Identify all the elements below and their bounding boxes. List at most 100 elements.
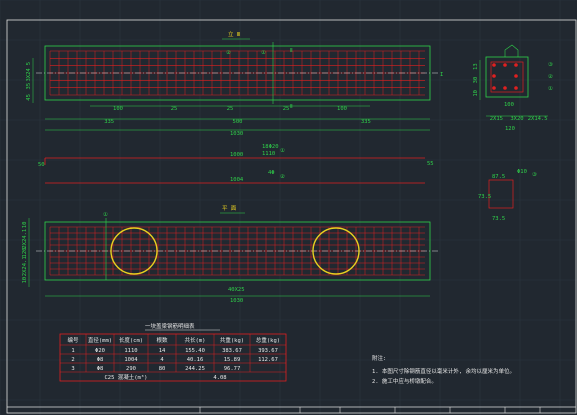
section-left-dims: 13 30 10 bbox=[473, 60, 481, 100]
elevation-total-dim: 1030 bbox=[230, 131, 243, 137]
stirrup-height: 73.5 bbox=[478, 194, 491, 200]
rebar-schedule-table[interactable]: 一块盖梁钢筋明细表 编号直径(mm)长度(cm)根数共长(m)共重(kg)总重(… bbox=[59, 322, 287, 382]
section-bar-mark: ① bbox=[548, 85, 553, 92]
table-frame bbox=[59, 333, 287, 382]
side-mark-I: I bbox=[440, 72, 443, 78]
table-header-cell: 总重(kg) bbox=[256, 336, 280, 344]
dim-label: 335 bbox=[361, 119, 371, 125]
table-cell: 3 bbox=[71, 366, 74, 372]
dim-label: 100 bbox=[337, 106, 347, 112]
table-cell: 4 bbox=[160, 357, 164, 363]
rebar-dot bbox=[514, 63, 518, 67]
rebar-dot bbox=[492, 74, 496, 78]
table-cell: Φ8 bbox=[97, 366, 104, 372]
plan-dim-row-1: 40X25 bbox=[228, 287, 245, 293]
table-cell: 14 bbox=[159, 348, 166, 354]
stirrup-detail[interactable]: Φ10 ③ 87.5 73.5 73.5 bbox=[478, 169, 537, 222]
table-title: 一块盖梁钢筋明细表 bbox=[145, 322, 195, 330]
section-bar-labels: ③②① bbox=[548, 61, 553, 92]
dim-label: 5 bbox=[26, 62, 32, 65]
rebar-dot bbox=[503, 86, 507, 90]
dim-label: 335 bbox=[104, 119, 114, 125]
stirrup-width: 87.5 bbox=[492, 174, 505, 180]
note-1: 1. 本图尺寸除钢筋直径以毫米计外, 余均以厘米为单位。 bbox=[372, 367, 515, 375]
dim-label: 10 bbox=[22, 277, 28, 284]
dim-label: 500 bbox=[233, 119, 243, 125]
dim-label: 120 bbox=[22, 248, 28, 258]
rebar-dot bbox=[514, 86, 518, 90]
section-notch bbox=[504, 44, 519, 57]
table-header-cell: 长度(cm) bbox=[119, 336, 143, 344]
table-cell: 244.25 bbox=[185, 366, 205, 372]
table-cell: 1004 bbox=[124, 357, 138, 363]
table-cell: 1 bbox=[71, 348, 74, 354]
title-block-ticks bbox=[199, 407, 541, 413]
rebar-dot bbox=[514, 74, 518, 78]
rebar-dot bbox=[492, 63, 496, 67]
stirrup-label: Φ10 bbox=[517, 169, 527, 175]
table-header-cell: 编号 bbox=[67, 336, 79, 344]
table-cell: 96.77 bbox=[224, 366, 241, 372]
elevation-title: 立 Ⅲ bbox=[228, 30, 241, 38]
stirrup-shape bbox=[488, 179, 514, 209]
dim-label: 3X24 bbox=[26, 68, 32, 82]
bar-details[interactable]: 50 55 1000 18Φ20 1110 ① 1004 4Φ ② bbox=[38, 144, 434, 184]
dim-label: 100 bbox=[113, 106, 123, 112]
section-bar-mark: ② bbox=[548, 73, 553, 80]
section-rebar-dots bbox=[492, 63, 518, 90]
section-stirrup bbox=[490, 61, 524, 93]
dim-label: 25 bbox=[227, 106, 234, 112]
table-cell: 290 bbox=[126, 366, 136, 372]
pier-circle-left bbox=[110, 227, 158, 275]
notes: 附注: 1. 本图尺寸除钢筋直径以毫米计外, 余均以厘米为单位。 2. 施工中应… bbox=[372, 354, 515, 385]
dim-label: 35 bbox=[26, 83, 32, 90]
table-cell: 2 bbox=[71, 357, 74, 363]
dim-label: 3X20 bbox=[510, 116, 523, 122]
table-cell: 40.16 bbox=[187, 357, 204, 363]
pier-circle-right bbox=[312, 227, 360, 275]
sheet-frame bbox=[6, 19, 577, 414]
dim-label: 30 bbox=[473, 77, 479, 84]
table-header-cell: 共重(kg) bbox=[220, 336, 244, 344]
table-cell: Φ20 bbox=[95, 348, 105, 354]
section-outline bbox=[485, 56, 529, 98]
table-summary-label: C25 混凝土(m³) bbox=[105, 373, 148, 381]
table-summary-value: 4.08 bbox=[213, 375, 226, 381]
rebar-dot bbox=[503, 63, 507, 67]
section-total-dim: 120 bbox=[505, 126, 515, 132]
stirrup-bottom: 73.5 bbox=[492, 216, 505, 222]
bar1-end-right: 55 bbox=[427, 161, 434, 167]
rebar-dot bbox=[492, 86, 496, 90]
bar2-mark: ② bbox=[280, 173, 285, 180]
dim-label: 10 bbox=[22, 222, 28, 229]
table-cell: 80 bbox=[159, 366, 166, 372]
dim-label: 25 bbox=[283, 106, 290, 112]
dim-label: 25 bbox=[171, 106, 178, 112]
table-cell: 112.67 bbox=[258, 357, 278, 363]
dim-label: 2X14.5 bbox=[528, 116, 548, 122]
plan-title: 平 面 bbox=[222, 205, 237, 212]
section-mark-top: Ⅱ bbox=[290, 48, 293, 54]
plan-mark: ① bbox=[103, 211, 108, 218]
section-mark-bottom: Ⅱ bbox=[290, 104, 293, 110]
table-header-cell: 直径(mm) bbox=[88, 336, 112, 344]
table-cell: 393.67 bbox=[258, 348, 278, 354]
elevation-dim-row-1: 100 25 25 25 100 bbox=[90, 105, 370, 112]
bar1-length: 1000 bbox=[230, 152, 243, 158]
bar-mark-2: ② bbox=[226, 49, 231, 56]
table-cell: 15.89 bbox=[224, 357, 241, 363]
dim-label: 10 bbox=[473, 90, 479, 97]
dim-label: 13 bbox=[473, 63, 479, 70]
table-cell: 383.67 bbox=[222, 348, 242, 354]
table-cell: 1110 bbox=[124, 348, 137, 354]
bar2-length: 1004 bbox=[230, 177, 244, 183]
section-dim-row-1: 100 bbox=[504, 102, 514, 108]
table-header-cell: 共长(m) bbox=[185, 336, 206, 344]
